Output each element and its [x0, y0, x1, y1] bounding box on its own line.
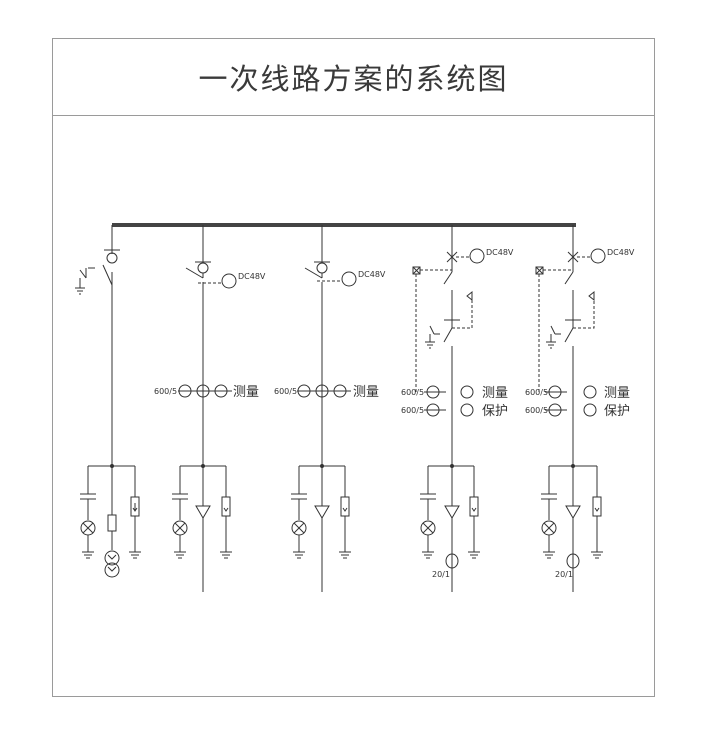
dc-label-4: DC48V: [486, 248, 514, 257]
title-bar: 一次线路方案的系统图: [53, 39, 654, 116]
dc-label-5: DC48V: [607, 248, 635, 257]
zct-ratio-4: 20/1: [432, 570, 450, 579]
zct-ratio-5: 20/1: [555, 570, 573, 579]
feeder-2: [172, 225, 237, 592]
ct-ratio-3: 600/5: [274, 387, 297, 396]
dc-label-2: DC48V: [238, 272, 266, 281]
dc-label-3: DC48V: [358, 270, 386, 279]
protect-label-4: 保护: [482, 404, 508, 419]
measure-label-2: 测量: [233, 385, 259, 400]
feeder-3: [291, 225, 357, 592]
measure-label-4: 测量: [482, 386, 508, 401]
feeder-1: [75, 225, 141, 578]
measure-label-5: 测量: [604, 386, 630, 401]
feeder-4: [412, 225, 485, 592]
diagram-title: 一次线路方案的系统图: [198, 62, 509, 96]
measure-label-3: 测量: [353, 385, 379, 400]
feeder-5: [535, 225, 606, 592]
ct-ratio-4a: 600/5: [401, 388, 424, 397]
protect-label-5: 保护: [604, 404, 630, 419]
diagram-frame: 一次线路方案的系统图: [52, 38, 655, 697]
ct-ratio-2: 600/5: [154, 387, 177, 396]
ct-ratio-4b: 600/5: [401, 406, 424, 415]
ct-ratio-5b: 600/5: [525, 406, 548, 415]
ct-ratio-5a: 600/5: [525, 388, 548, 397]
